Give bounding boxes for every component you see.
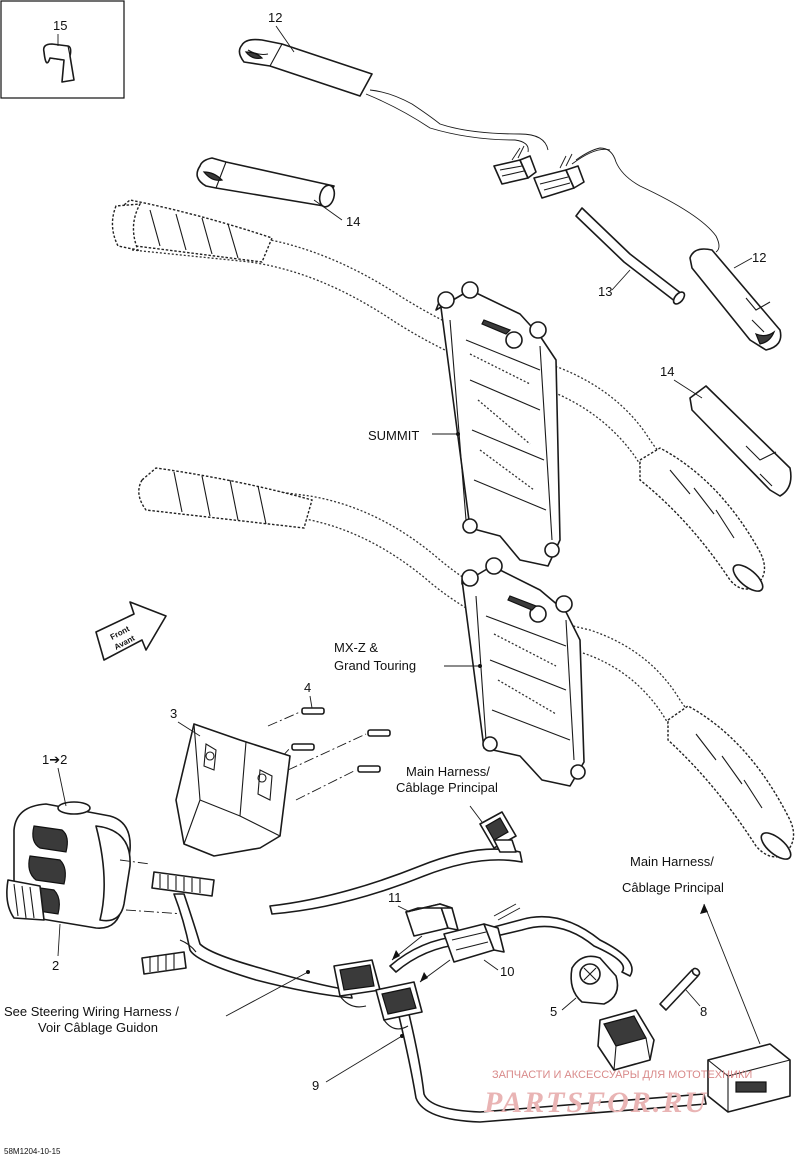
callout-9-group: 9 [312, 1034, 404, 1093]
heater-element-12-top: 12 [238, 10, 549, 153]
label-steering-1: See Steering Wiring Harness / [4, 1004, 179, 1019]
watermark-line1: ЗАПЧАСТИ И АКСЕССУАРЫ ДЛЯ МОТОТЕХНИКИ [492, 1069, 752, 1081]
label-mxz-line1: MX-Z & [334, 640, 378, 655]
callout-12-top: 12 [268, 10, 282, 25]
callout-8: 8 [700, 1004, 707, 1019]
callout-10: 10 [500, 964, 514, 979]
connector-10: 10 [419, 903, 521, 983]
switch-assembly-1-2: 1➔2 2 [6, 752, 185, 973]
label-mxz-line2: Grand Touring [334, 658, 416, 673]
heater-element-14-right: 14 [660, 364, 792, 497]
callout-11: 11 [388, 890, 402, 905]
label-summit: SUMMIT [368, 428, 419, 443]
handlebar-mxz: MX-Z & Grand Touring [138, 467, 795, 860]
callout-14-upper: 14 [346, 214, 360, 229]
callout-1-2: 1➔2 [42, 752, 67, 767]
label-main-harness-right-1: Main Harness/ [630, 854, 714, 869]
heater-connectors [493, 145, 720, 253]
housing-part-3: 3 [170, 706, 291, 857]
part-8: 8 [659, 967, 707, 1019]
connector-11: 11 [388, 890, 459, 961]
heater-element-14-upper: 14 [196, 157, 360, 229]
bracket-block [597, 1009, 655, 1071]
callout-9: 9 [312, 1078, 319, 1093]
callout-5: 5 [550, 1004, 557, 1019]
callout-4: 4 [304, 680, 311, 695]
label-main-harness-left-2: Câblage Principal [396, 780, 498, 795]
callout-15: 15 [53, 18, 67, 33]
watermark: ЗАПЧАСТИ И АКСЕССУАРЫ ДЛЯ МОТОТЕХНИКИ PA… [483, 1069, 752, 1119]
drawing-code: 58M1204-10-15 [4, 1147, 61, 1156]
wiring-harness: Main Harness/ Câblage Principal See Stee… [4, 764, 707, 1123]
label-main-harness-left-1: Main Harness/ [406, 764, 490, 779]
watermark-line2: PARTSFOR.RU [483, 1086, 708, 1119]
module-box: Main Harness/ Câblage Principal [622, 854, 791, 1113]
label-steering-2: Voir Câblage Guidon [38, 1020, 158, 1035]
callout-14-right: 14 [660, 364, 674, 379]
callout-12-right: 12 [752, 250, 766, 265]
label-main-harness-right-2: Câblage Principal [622, 880, 724, 895]
inset-part-15: 15 [0, 0, 125, 99]
handlebar-summit: SUMMIT [111, 199, 766, 592]
callout-2: 2 [52, 958, 59, 973]
callout-3: 3 [170, 706, 177, 721]
part-13: 13 [575, 207, 686, 305]
heater-element-12-right: 12 [689, 248, 782, 351]
part-5: 5 [550, 955, 619, 1019]
front-arrow: Front Avant [95, 601, 167, 661]
callout-13: 13 [598, 284, 612, 299]
